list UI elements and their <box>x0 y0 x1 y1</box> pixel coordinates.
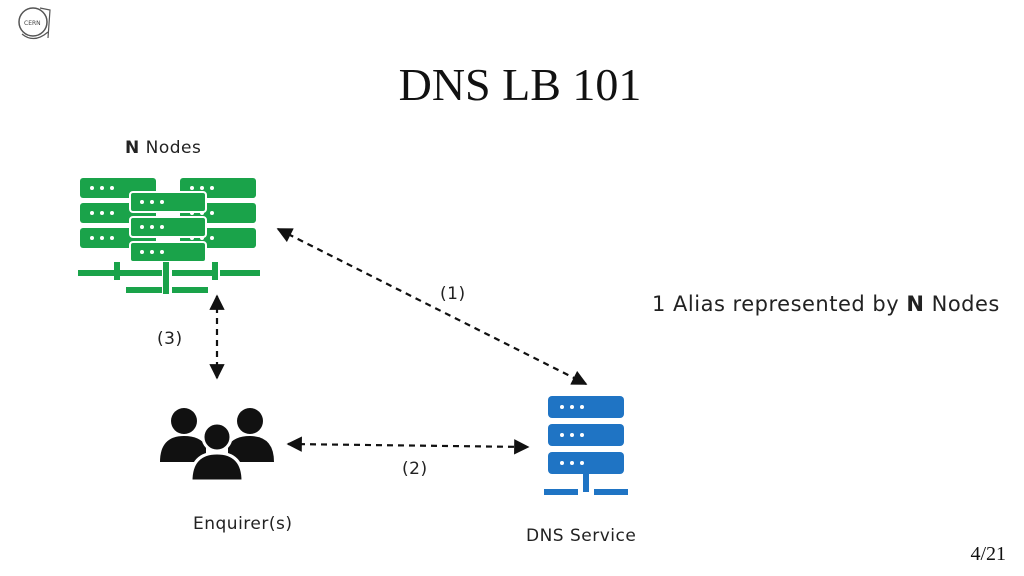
enquirer-label: Enquirer(s) <box>193 514 293 534</box>
cern-logo-text: CERN <box>24 20 41 27</box>
alias-note-letter: N <box>906 292 925 316</box>
arrow-nodes-dns <box>276 228 588 385</box>
nodes-label-text: Nodes <box>145 138 202 158</box>
slide-title: DNS LB 101 <box>398 59 642 110</box>
alias-note-suffix: Nodes <box>931 292 1000 316</box>
arrow-label-3: (3) <box>157 329 183 349</box>
cern-logo: CERN <box>18 7 51 40</box>
dns-server-icon <box>544 396 628 495</box>
dns-server-dots <box>560 405 584 465</box>
users-group-icon <box>160 408 274 483</box>
arrow-enquirer-dns <box>286 436 530 455</box>
page-number: 4/21 <box>970 543 1006 565</box>
nodes-server-dots <box>90 186 214 254</box>
nodes-label: N Nodes <box>125 138 201 158</box>
nodes-server-icon <box>78 178 260 294</box>
nodes-count-letter: N <box>125 138 140 158</box>
alias-note: 1 Alias represented by N Nodes <box>652 292 1000 316</box>
arrow-label-1: (1) <box>440 284 466 304</box>
alias-note-prefix: 1 Alias represented by <box>652 292 900 316</box>
arrow-label-2: (2) <box>402 459 428 479</box>
dns-service-label: DNS Service <box>526 526 637 546</box>
